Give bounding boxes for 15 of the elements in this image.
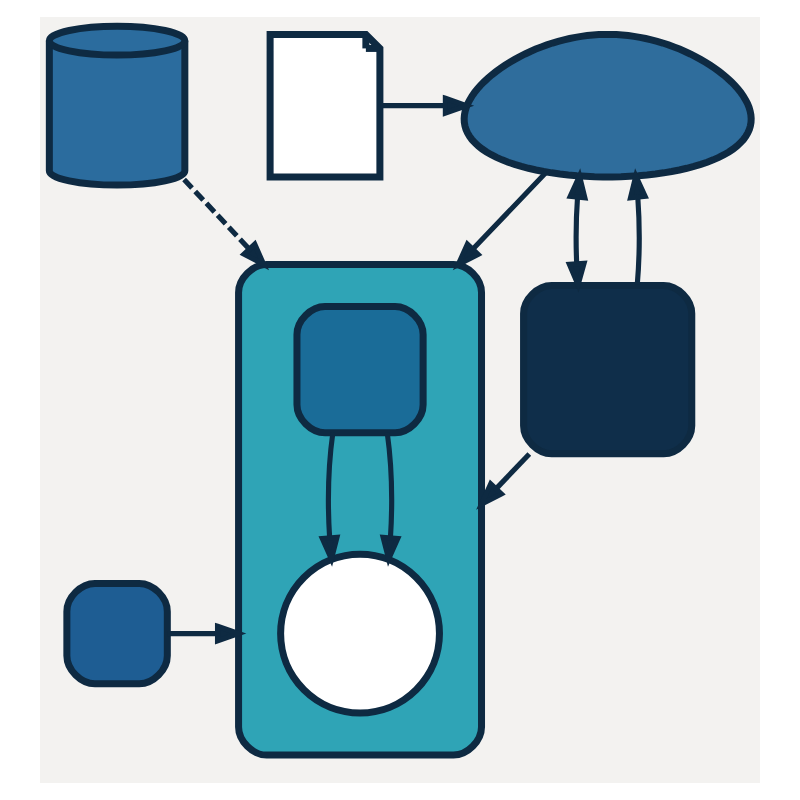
node-box <box>63 579 171 688</box>
arrow <box>379 432 402 567</box>
arrow <box>380 94 475 117</box>
arrow <box>476 452 532 510</box>
arrow <box>627 168 649 286</box>
node-circle <box>277 550 443 717</box>
arrow <box>452 170 549 271</box>
cluster <box>235 261 486 759</box>
node-cloud <box>460 30 755 181</box>
arrow <box>318 432 341 567</box>
arrow <box>182 177 270 271</box>
arrow <box>565 168 589 293</box>
arrow <box>167 622 247 645</box>
node-box <box>293 303 427 437</box>
node-box <box>520 282 696 458</box>
